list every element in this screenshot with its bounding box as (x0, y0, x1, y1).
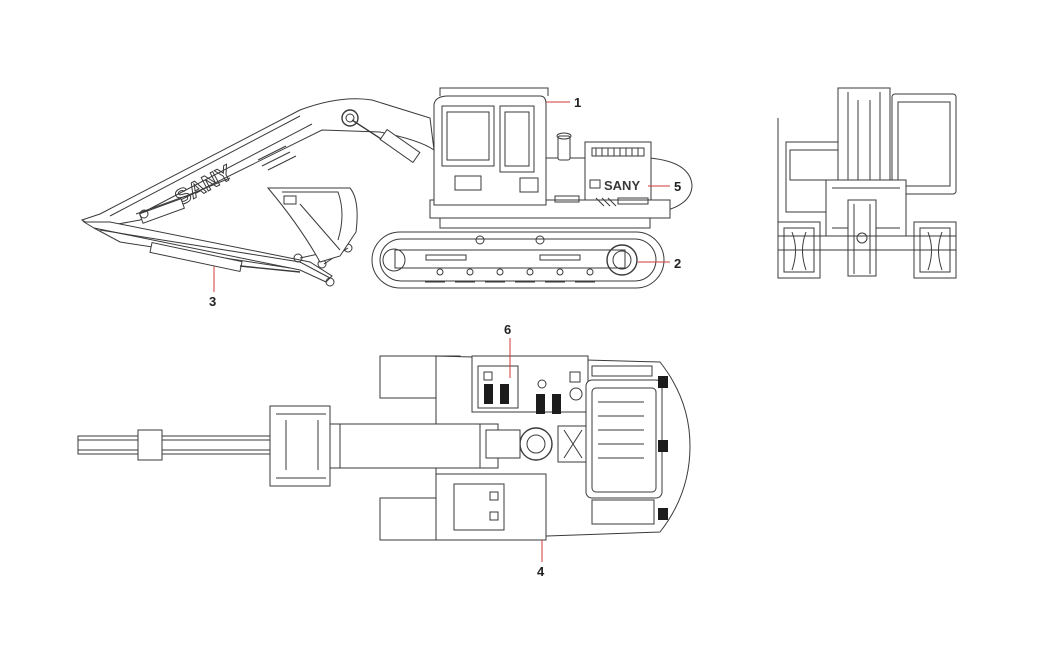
callout-4: 4 (537, 564, 545, 579)
top-view (77, 338, 691, 562)
side-view: SANY SANY (80, 87, 693, 292)
body-logo: SANY (604, 178, 640, 193)
callout-5: 5 (674, 179, 681, 194)
callout-3: 3 (209, 294, 216, 309)
front-view (777, 87, 957, 279)
callout-1: 1 (574, 95, 581, 110)
track-assembly (371, 231, 665, 289)
bucket (266, 187, 358, 263)
callout-2: 2 (674, 256, 681, 271)
upper-structure: SANY (429, 87, 693, 229)
callout-6: 6 (504, 322, 511, 337)
arm (82, 221, 353, 287)
boom: SANY (80, 98, 435, 229)
